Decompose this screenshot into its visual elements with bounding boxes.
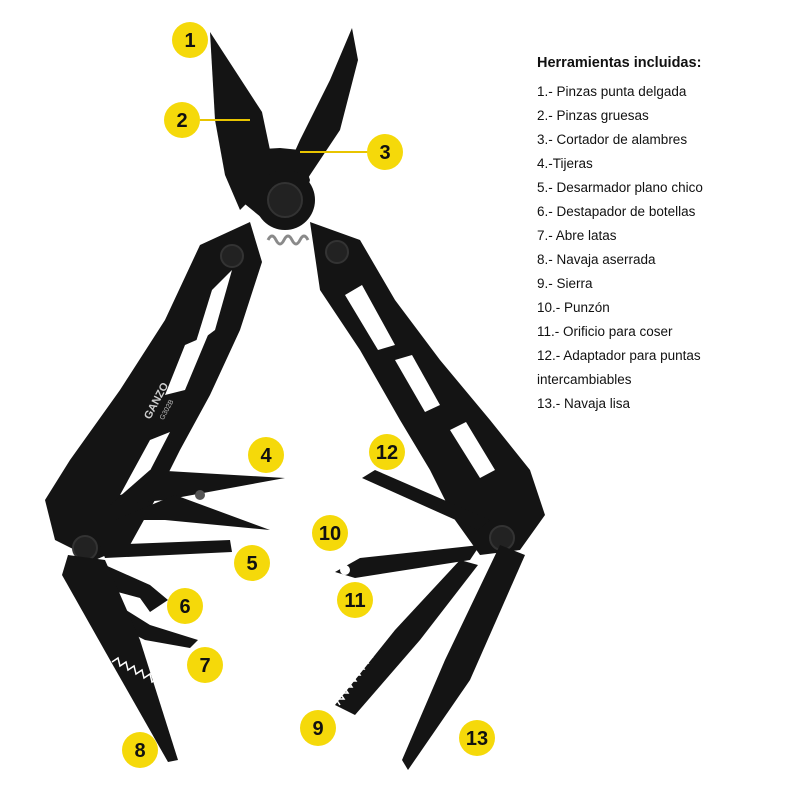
legend-item: 6.- Destapador de botellas xyxy=(537,204,696,219)
legend-item: 10.- Punzón xyxy=(537,300,610,315)
svg-text:6: 6 xyxy=(179,596,190,618)
svg-text:8: 8 xyxy=(134,740,145,762)
callout-badges: 1 2 3 4 5 6 7 8 9 10 11 12 13 xyxy=(122,22,495,768)
legend-item: 1.- Pinzas punta delgada xyxy=(537,84,687,99)
pliers-spring xyxy=(266,234,310,246)
awl xyxy=(335,545,480,578)
legend-item: 9.- Sierra xyxy=(537,276,593,291)
legend-item: 12.- Adaptador para puntas xyxy=(537,348,701,363)
legend-list: 1.- Pinzas punta delgada 2.- Pinzas grue… xyxy=(537,80,797,416)
legend-item: 7.- Abre latas xyxy=(537,228,617,243)
svg-text:9: 9 xyxy=(312,718,323,740)
tools-legend: Herramientas incluidas: 1.- Pinzas punta… xyxy=(537,55,797,416)
callout-3: 3 xyxy=(367,134,403,170)
svg-text:7: 7 xyxy=(199,655,210,677)
svg-text:13: 13 xyxy=(466,728,488,750)
plain-blade xyxy=(402,545,525,770)
callout-8: 8 xyxy=(122,732,158,768)
legend-item: 4.-Tijeras xyxy=(537,156,593,171)
callout-4: 4 xyxy=(248,437,284,473)
bottle-opener xyxy=(105,565,168,612)
left-handle xyxy=(45,222,262,561)
callout-11: 11 xyxy=(337,582,373,618)
callout-9: 9 xyxy=(300,710,336,746)
right-tools xyxy=(335,470,525,770)
legend-item: 13.- Navaja lisa xyxy=(537,396,631,411)
legend-item: 2.- Pinzas gruesas xyxy=(537,108,649,123)
callout-2: 2 xyxy=(164,102,200,138)
svg-text:2: 2 xyxy=(176,110,187,132)
can-opener xyxy=(105,600,198,648)
scissors-blade xyxy=(110,470,285,505)
callout-10: 10 xyxy=(312,515,348,551)
right-handle xyxy=(310,222,545,555)
callout-12: 12 xyxy=(369,434,405,470)
callout-13: 13 xyxy=(459,720,495,756)
svg-text:4: 4 xyxy=(260,445,272,467)
pivot-bolt xyxy=(267,182,303,218)
left-tools xyxy=(62,470,285,762)
legend-item: intercambiables xyxy=(537,372,632,387)
scissors-blade-lower xyxy=(115,495,270,530)
leader-lines xyxy=(200,119,372,153)
svg-text:12: 12 xyxy=(376,442,398,464)
svg-text:10: 10 xyxy=(319,523,341,545)
svg-text:3: 3 xyxy=(379,142,390,164)
legend-item: 5.- Desarmador plano chico xyxy=(537,180,703,195)
svg-text:5: 5 xyxy=(246,553,257,575)
callout-1: 1 xyxy=(172,22,208,58)
legend-item: 3.- Cortador de alambres xyxy=(537,132,688,147)
small-screwdriver xyxy=(100,540,232,558)
svg-text:1: 1 xyxy=(184,30,195,52)
saw xyxy=(335,560,478,715)
callout-5: 5 xyxy=(234,545,270,581)
bit-adapter xyxy=(362,470,490,530)
serrated-blade xyxy=(62,555,178,762)
callout-6: 6 xyxy=(167,588,203,624)
callout-7: 7 xyxy=(187,647,223,683)
legend-item: 8.- Navaja aserrada xyxy=(537,252,656,267)
pliers-jaws xyxy=(210,28,358,230)
legend-item: 11.- Orificio para coser xyxy=(537,324,673,339)
svg-text:11: 11 xyxy=(344,590,365,612)
legend-title: Herramientas incluidas: xyxy=(537,55,702,71)
